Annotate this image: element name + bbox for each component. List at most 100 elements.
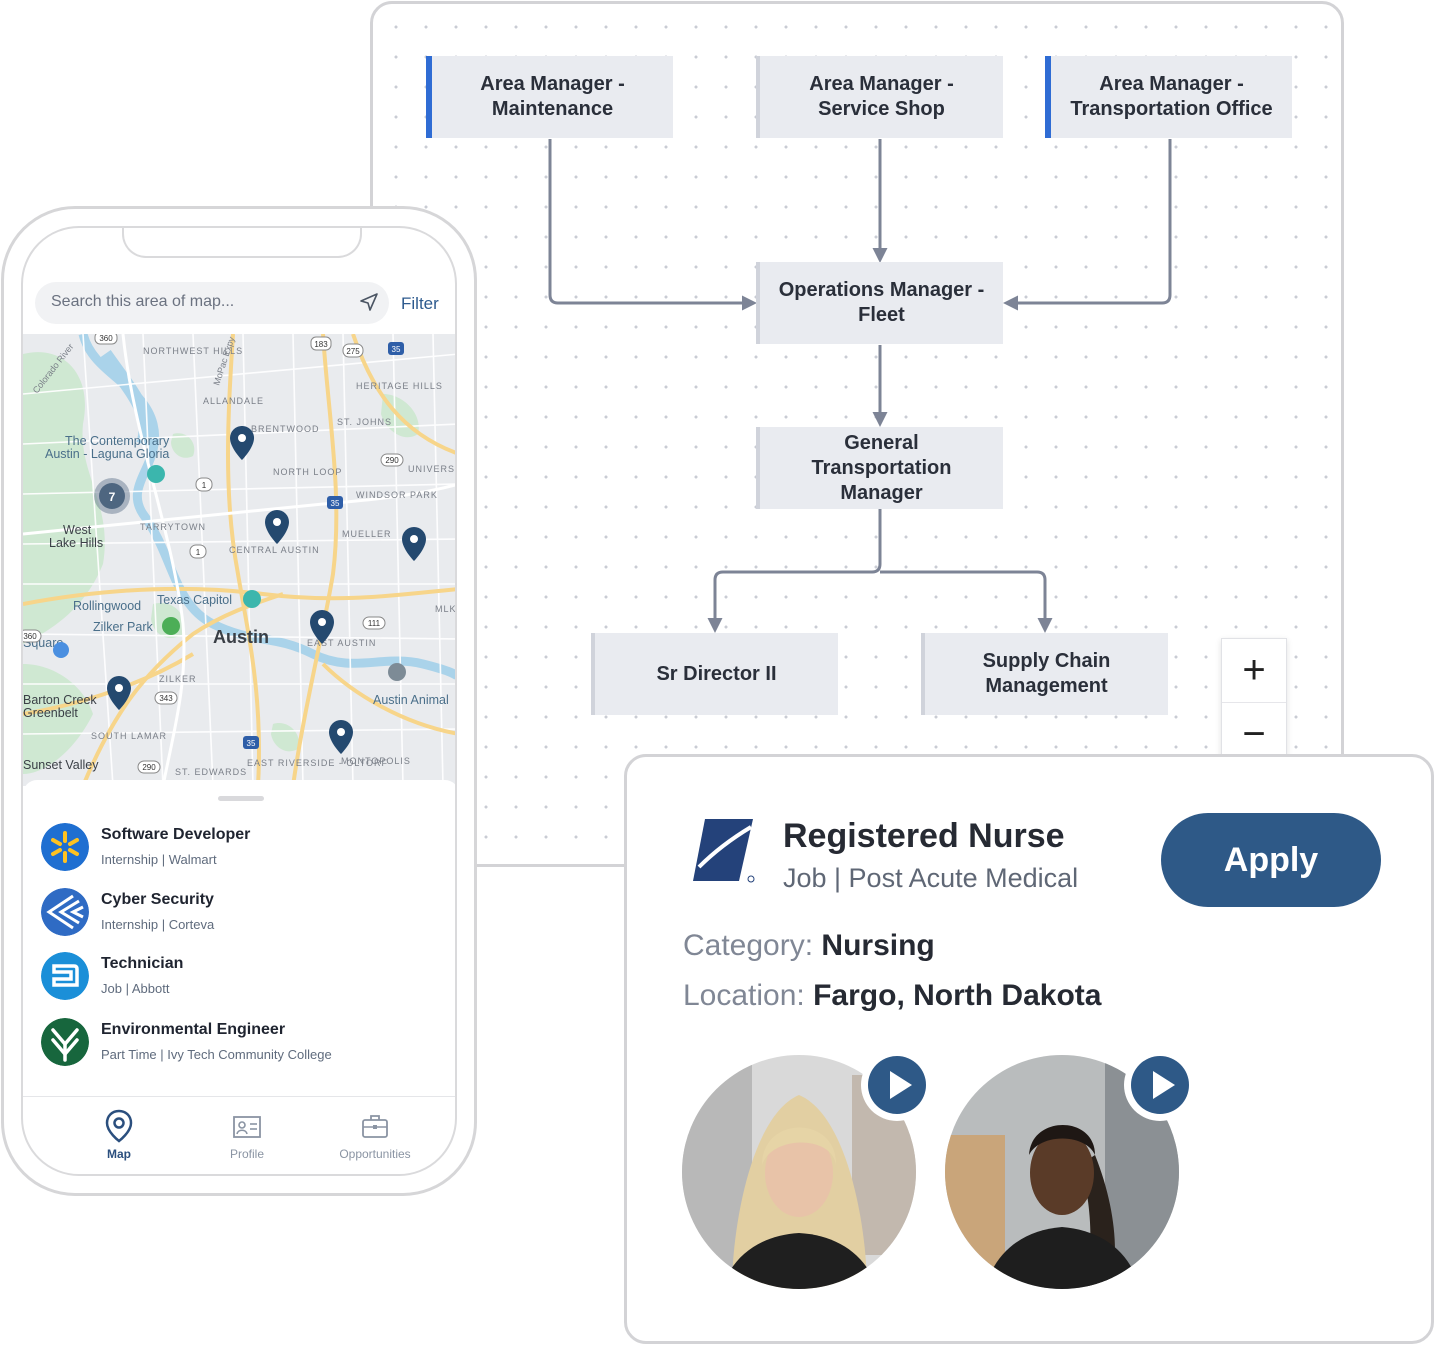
employee-video-thumbnail-1[interactable] bbox=[682, 1055, 916, 1289]
job-card-title: Registered Nurse bbox=[783, 817, 1065, 855]
svg-text:343: 343 bbox=[159, 694, 173, 703]
org-node-supply-chain-management[interactable]: Supply Chain Management bbox=[921, 633, 1168, 715]
museum-poi-icon bbox=[147, 465, 165, 483]
map-label-windsor-park: WINDSOR PARK bbox=[356, 490, 438, 500]
map-label-contemporary: The Contemporary bbox=[65, 434, 170, 448]
org-node-area-manager-service-shop[interactable]: Area Manager - Service Shop bbox=[756, 56, 1003, 138]
map-label-university-hills: UNIVERSITY HILLS bbox=[408, 464, 457, 474]
tab-opportunities[interactable]: Opportunities bbox=[315, 1109, 435, 1161]
svg-text:183: 183 bbox=[314, 340, 328, 349]
zoom-controls: + − bbox=[1221, 638, 1287, 770]
map-label-heritage-hills: HERITAGE HILLS bbox=[356, 381, 443, 391]
filter-button[interactable]: Filter bbox=[401, 294, 439, 313]
map-label-austin-animal: Austin Animal bbox=[373, 693, 449, 707]
org-node-area-manager-maintenance[interactable]: Area Manager - Maintenance bbox=[426, 56, 673, 138]
apply-button[interactable]: Apply bbox=[1161, 813, 1381, 907]
map-label-central-austin: CENTRAL AUSTIN bbox=[229, 545, 320, 555]
job-map-pin-1 bbox=[230, 426, 255, 460]
job-map-pin-2 bbox=[265, 510, 289, 544]
capitol-poi-icon bbox=[243, 590, 261, 608]
org-node-sr-director[interactable]: Sr Director II bbox=[591, 633, 838, 715]
play-icon bbox=[868, 1056, 926, 1114]
phone-notch bbox=[122, 228, 362, 258]
map-label-south-lamar: SOUTH LAMAR bbox=[91, 731, 167, 741]
map-label-zilker-park: Zilker Park bbox=[93, 620, 153, 634]
location-label: Location: bbox=[683, 979, 805, 1012]
job-subtitle: Internship | Corteva bbox=[101, 917, 215, 932]
job-subtitle: Internship | Walmart bbox=[101, 852, 217, 867]
zoom-in-button[interactable]: + bbox=[1242, 648, 1266, 692]
play-video-button-2[interactable] bbox=[1124, 1049, 1196, 1121]
road-shield-290: 290 bbox=[380, 453, 404, 467]
road-shield-275: 275 bbox=[342, 343, 364, 358]
phone-screen: Search this area of map... Filter bbox=[21, 226, 457, 1176]
play-video-button-1[interactable] bbox=[861, 1049, 933, 1121]
map-label-west: West bbox=[63, 523, 92, 537]
jobs-bottom-sheet[interactable]: Software Developer Internship | Walmart … bbox=[23, 780, 455, 1100]
job-location-row: Location: Fargo, North Dakota bbox=[683, 979, 1101, 1013]
job-list-item[interactable]: Software Developer Internship | Walmart bbox=[41, 823, 441, 879]
job-map-pin-3 bbox=[402, 527, 426, 561]
map-label-east-austin: EAST AUSTIN bbox=[307, 638, 376, 648]
briefcase-icon bbox=[362, 1115, 388, 1138]
map-label-barton-creek: Barton Creek bbox=[23, 693, 97, 707]
edge-general-to-supply-chain bbox=[880, 570, 1053, 633]
abbott-logo-icon bbox=[41, 952, 89, 1000]
svg-text:35: 35 bbox=[331, 499, 340, 508]
svg-text:275: 275 bbox=[346, 347, 360, 356]
map-label-sunset-valley: Sunset Valley bbox=[23, 758, 99, 772]
svg-text:1: 1 bbox=[202, 481, 207, 490]
bottom-tab-bar: Map Profile Opportunities bbox=[23, 1096, 455, 1174]
job-title: Environmental Engineer bbox=[101, 1021, 286, 1038]
road-shield-i35-south: 35 bbox=[243, 736, 259, 749]
sheet-drag-handle[interactable] bbox=[218, 796, 264, 801]
job-category-row: Category: Nursing bbox=[683, 929, 935, 963]
map-label-rollingwood: Rollingwood bbox=[73, 599, 141, 613]
map-label-montopolis: MONTOPOLIS bbox=[341, 756, 411, 766]
org-chart-canvas[interactable]: Area Manager - Maintenance Area Manager … bbox=[370, 1, 1344, 867]
walmart-logo-icon bbox=[41, 823, 89, 871]
location-value: Fargo, North Dakota bbox=[813, 979, 1102, 1012]
map-label-greenbelt: Greenbelt bbox=[23, 706, 78, 720]
job-list-item[interactable]: Environmental Engineer Part Time | Ivy T… bbox=[41, 1018, 441, 1074]
map-label-tarrytown: TARRYTOWN bbox=[140, 522, 206, 532]
shopping-poi-icon bbox=[53, 642, 69, 658]
post-acute-medical-logo-icon bbox=[693, 819, 755, 883]
job-title: Cyber Security bbox=[101, 891, 214, 908]
job-list-item[interactable]: Technician Job | Abbott bbox=[41, 952, 441, 1008]
job-title: Software Developer bbox=[101, 826, 251, 843]
map-pin-icon bbox=[105, 1109, 133, 1143]
map-search-input[interactable]: Search this area of map... bbox=[35, 282, 389, 324]
org-node-operations-manager-fleet[interactable]: Operations Manager - Fleet bbox=[756, 262, 1003, 344]
road-shield-i35-mid: 35 bbox=[327, 496, 343, 509]
ivy-tech-logo-icon bbox=[41, 1018, 89, 1066]
map-search-placeholder: Search this area of map... bbox=[51, 293, 235, 310]
job-map-pin-6 bbox=[329, 720, 353, 754]
road-shield-360-south: 360 bbox=[23, 629, 42, 643]
edge-maintenance-to-ops bbox=[548, 139, 757, 311]
category-value: Nursing bbox=[821, 929, 935, 962]
tab-map[interactable]: Map bbox=[59, 1109, 179, 1161]
map-cluster-marker: 7 bbox=[94, 478, 130, 514]
map-label-lake-hills: Lake Hills bbox=[49, 536, 103, 550]
map-label-northwest-hills: NORTHWEST HILLS bbox=[143, 346, 243, 356]
map-canvas: NORTHWEST HILLS HERITAGE HILLS ALLANDALE… bbox=[23, 334, 457, 786]
corteva-logo-icon bbox=[41, 888, 89, 936]
org-node-area-manager-transportation-office[interactable]: Area Manager - Transportation Office bbox=[1045, 56, 1292, 138]
svg-text:290: 290 bbox=[385, 456, 399, 465]
zoom-out-button[interactable]: − bbox=[1222, 702, 1286, 766]
svg-text:360: 360 bbox=[23, 632, 37, 641]
tab-profile[interactable]: Profile bbox=[187, 1109, 307, 1161]
road-shield-360: 360 bbox=[94, 334, 118, 345]
job-subtitle: Job | Abbott bbox=[101, 981, 170, 996]
job-list-item[interactable]: Cyber Security Internship | Corteva bbox=[41, 888, 441, 944]
org-node-general-transportation-manager[interactable]: General Transportation Manager bbox=[756, 427, 1003, 509]
navigation-arrow-icon[interactable] bbox=[359, 292, 379, 312]
map-view[interactable]: NORTHWEST HILLS HERITAGE HILLS ALLANDALE… bbox=[23, 334, 457, 786]
svg-text:290: 290 bbox=[142, 763, 156, 772]
map-label-austin: Austin bbox=[213, 627, 269, 647]
map-label-texas-capitol: Texas Capitol bbox=[157, 593, 232, 607]
svg-text:35: 35 bbox=[392, 345, 401, 354]
road-shield-343: 343 bbox=[154, 691, 178, 705]
job-detail-card: Registered Nurse Job | Post Acute Medica… bbox=[624, 754, 1434, 1344]
